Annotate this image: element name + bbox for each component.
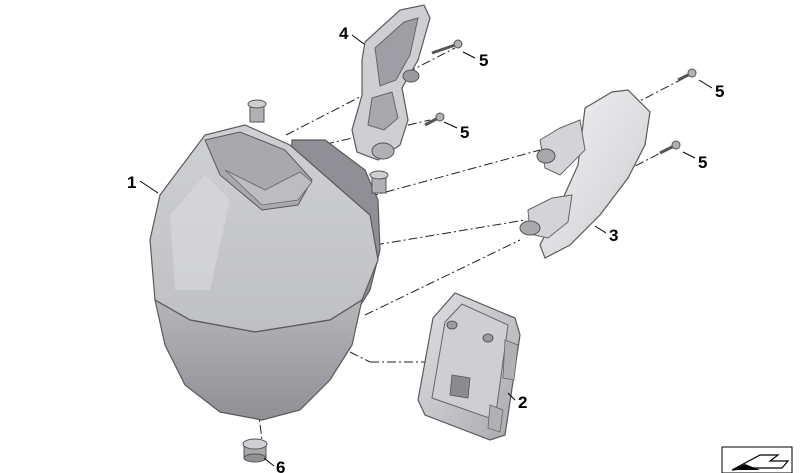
callout-label: 5 (479, 51, 488, 70)
cover-part (519, 89, 651, 259)
callout-label: 5 (698, 153, 707, 172)
callout-label: 2 (518, 393, 527, 412)
mounting-stud (369, 170, 389, 194)
bottom-cap-part (242, 438, 268, 463)
screw-part (677, 68, 697, 82)
callout-label: 5 (460, 123, 469, 142)
headlight-part (149, 99, 389, 463)
callout-label: 4 (339, 24, 349, 43)
callout-label: 3 (609, 226, 618, 245)
mounting-stud (247, 99, 267, 123)
control-unit-part (417, 292, 521, 441)
screw-part (659, 140, 681, 155)
screw-part (424, 112, 445, 127)
bracket-part (351, 4, 431, 161)
leader-lines (139, 34, 713, 467)
orientation-arrow-icon (721, 446, 793, 473)
callout-label: 6 (276, 458, 285, 473)
screw-part (431, 39, 463, 55)
callout-label: 5 (715, 82, 724, 101)
callout-label: 1 (127, 173, 136, 192)
